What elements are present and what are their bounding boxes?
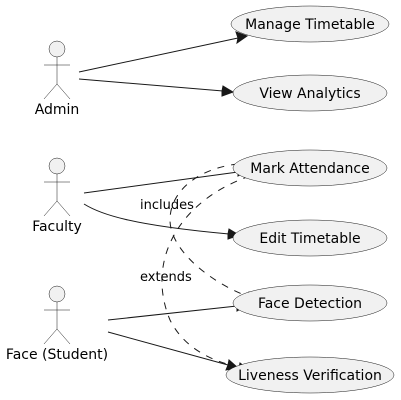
actor-student: Face (Student) [6, 285, 108, 363]
actor-admin: Admin [35, 40, 80, 118]
edge-admin-view-analytics [78, 78, 224, 92]
usecase-view-analytics-label: View Analytics [259, 86, 360, 102]
usecase-mark-attendance-label: Mark Attendance [250, 161, 369, 177]
edge-extends [161, 175, 251, 368]
actor-faculty-label: Faculty [32, 219, 82, 235]
usecase-manage-timetable: Manage Timetable [230, 5, 390, 43]
edge-student-liveness [107, 331, 229, 366]
usecase-face-detection-label: Face Detection [258, 296, 362, 312]
actor-student-label: Face (Student) [6, 347, 108, 363]
includes-label: includes [140, 198, 194, 213]
usecase-liveness-verification: Liveness Verification [225, 356, 395, 394]
arrowhead-icon [235, 31, 249, 45]
edge-admin-manage-timetable [78, 37, 239, 73]
usecase-liveness-verification-label: Liveness Verification [238, 368, 382, 384]
edge-faculty-mark-attendance [83, 171, 239, 194]
usecase-edit-timetable-label: Edit Timetable [259, 231, 360, 247]
stick-figure-icon [43, 157, 71, 217]
actor-faculty: Faculty [32, 157, 82, 235]
usecase-mark-attendance: Mark Attendance [232, 149, 388, 187]
actor-admin-label: Admin [35, 102, 80, 118]
edge-faculty-edit-timetable [83, 203, 230, 235]
extends-label: extends [140, 270, 192, 285]
dependencies [161, 163, 259, 374]
usecase-face-detection: Face Detection [232, 284, 388, 322]
usecase-edit-timetable: Edit Timetable [232, 219, 388, 257]
arrowhead-icon [227, 228, 241, 240]
arrowhead-icon [221, 85, 235, 97]
edge-student-face-detection [107, 305, 238, 321]
usecase-view-analytics: View Analytics [232, 74, 388, 112]
usecase-manage-timetable-label: Manage Timetable [245, 17, 375, 33]
stick-figure-icon [43, 285, 71, 345]
stick-figure-icon [43, 40, 71, 100]
edge-includes [169, 163, 248, 297]
